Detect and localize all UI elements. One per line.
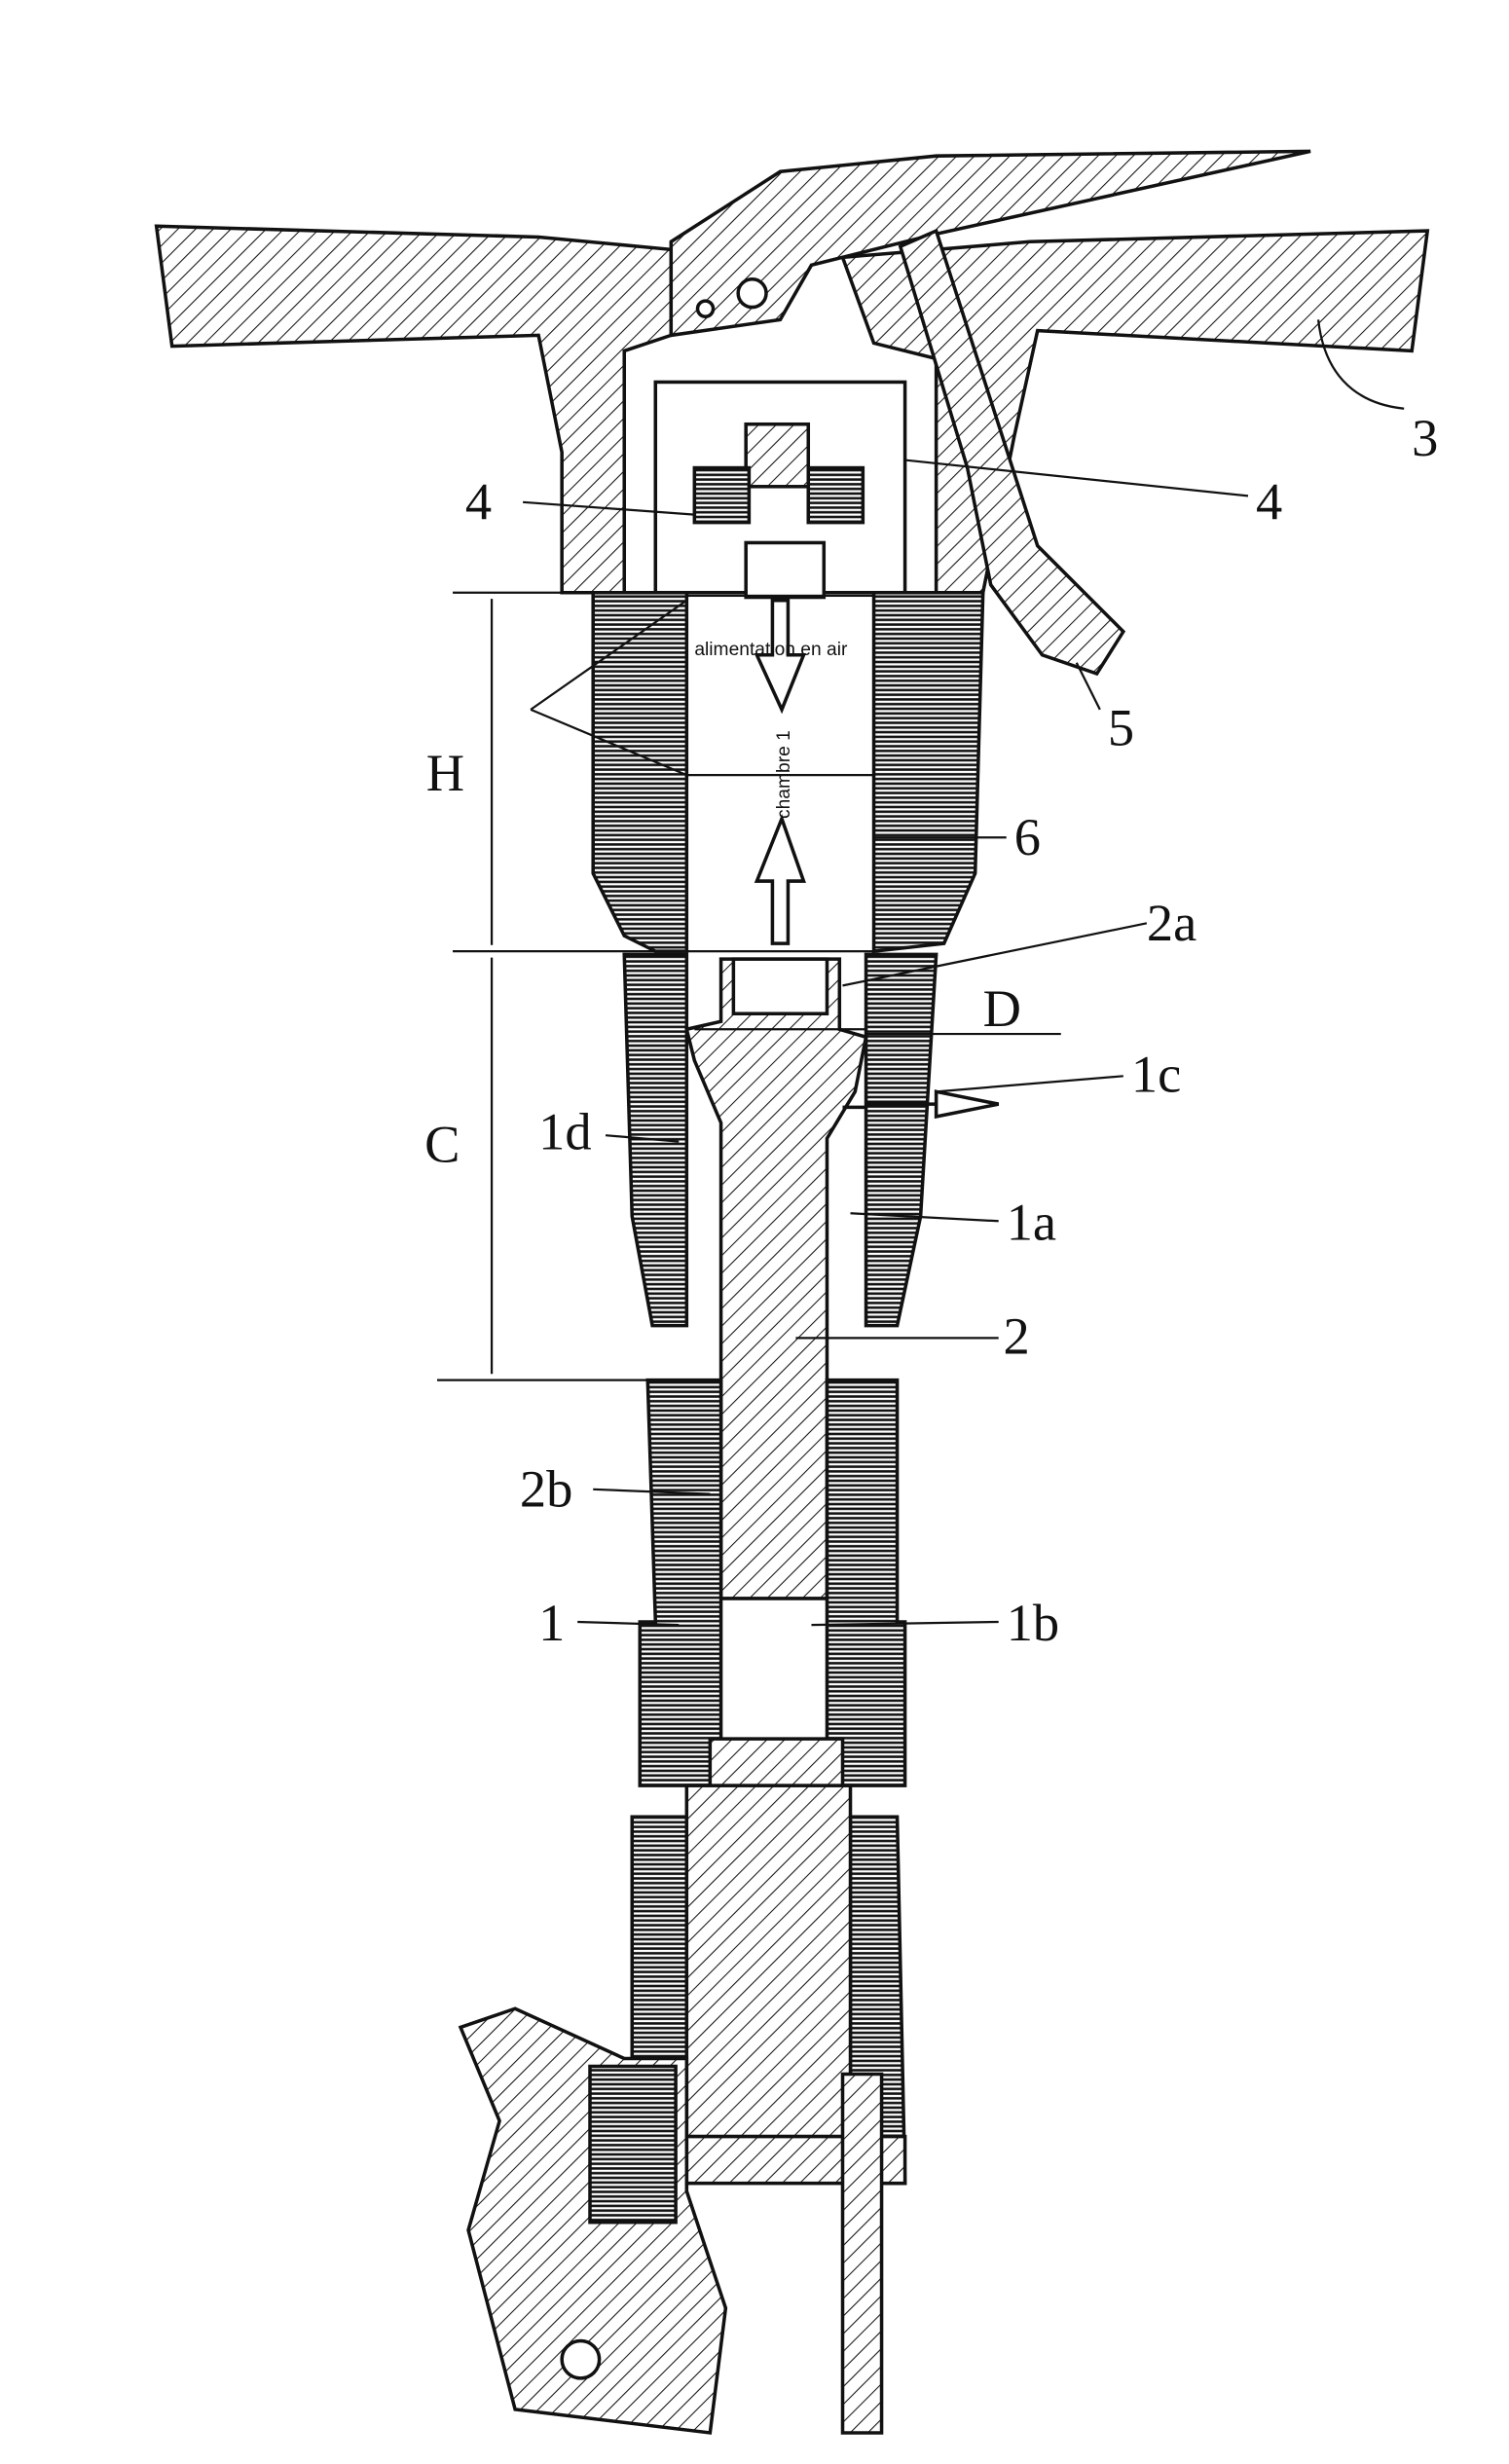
dimension-lines [437,591,1061,1381]
label-2b: 2b [520,1458,572,1518]
air-supply-text: alimentation en air [694,640,848,660]
label-3: 3 [1412,408,1438,467]
label-4-right: 4 [1256,471,1282,531]
label-2a: 2a [1147,893,1196,952]
label-H: H [426,743,464,802]
label-1: 1 [538,1593,565,1652]
chamber-text: chambre 1 [774,730,794,819]
label-4-left: 4 [465,471,492,531]
handle-assembly [154,149,1430,677]
cylinder-body [458,590,1000,2435]
label-1d: 1d [538,1102,591,1161]
label-1a: 1a [1007,1193,1056,1252]
label-1b: 1b [1007,1593,1059,1652]
label-1c: 1c [1131,1044,1181,1103]
leader-lines [523,319,1405,1627]
label-C: C [424,1114,460,1173]
label-6: 6 [1014,807,1041,866]
label-2: 2 [1004,1306,1030,1365]
label-5: 5 [1108,698,1134,757]
label-D: D [983,978,1021,1038]
